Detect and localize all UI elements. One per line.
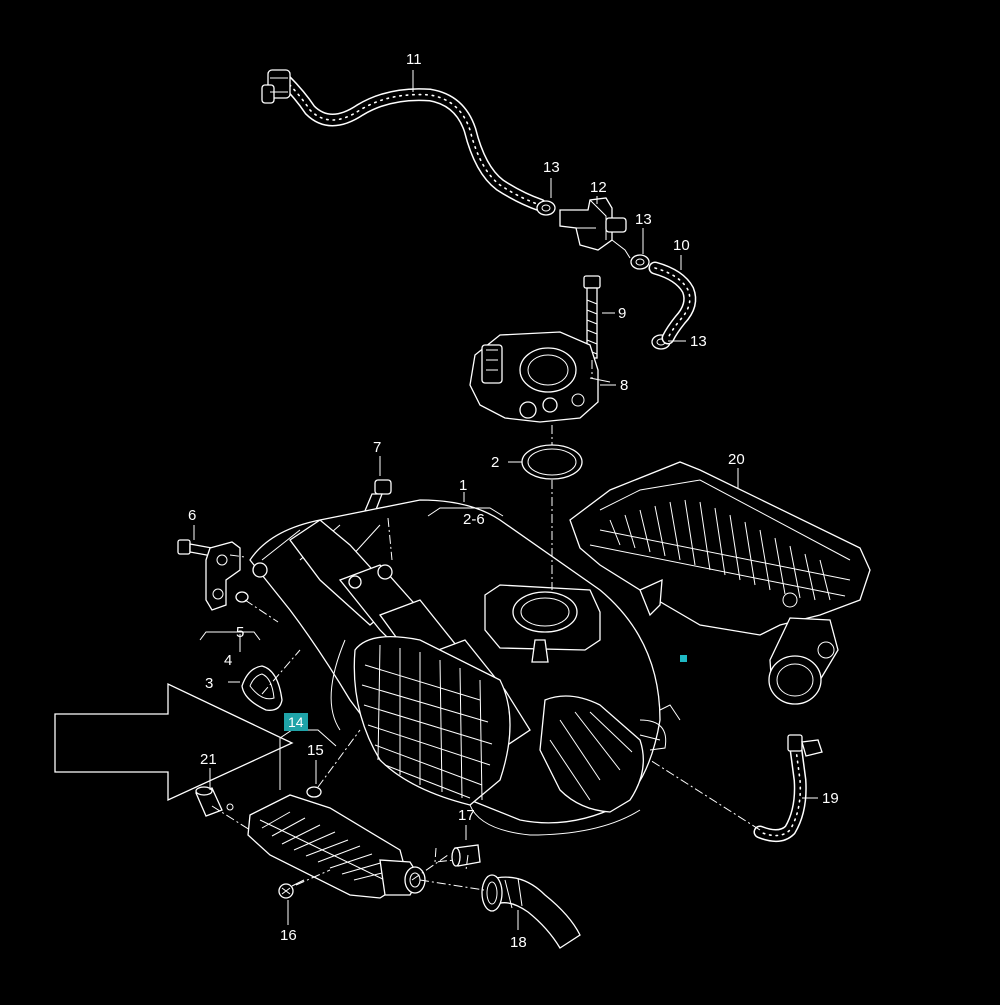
o-ring-part-5[interactable]	[235, 591, 249, 603]
label-part-1: 1	[459, 477, 468, 494]
label-part-11: 11	[406, 51, 422, 68]
label-part-12: 12	[590, 179, 607, 196]
intake-resonator-part-14[interactable]	[247, 794, 426, 899]
cyan-square-marker-icon	[680, 655, 687, 662]
valve-part-12[interactable]	[559, 197, 631, 259]
screw-part-16[interactable]	[278, 879, 305, 899]
clamp-part-13-top[interactable]	[536, 200, 556, 216]
label-part-17: 17	[458, 807, 475, 824]
pipe-part-21[interactable]	[195, 786, 234, 817]
bolt-part-9[interactable]	[583, 275, 601, 359]
label-part-8: 8	[620, 377, 629, 394]
label-part-15: 15	[307, 742, 324, 759]
seal-part-3[interactable]	[241, 665, 283, 711]
label-part-13-middle: 13	[635, 211, 652, 228]
bracket-part-4[interactable]	[205, 541, 241, 611]
label-part-2: 2	[491, 454, 500, 471]
label-part-5: 5	[236, 624, 245, 641]
label-part-19: 19	[822, 790, 839, 807]
throttle-body-part-8[interactable]	[469, 331, 611, 423]
label-part-16: 16	[280, 927, 297, 944]
label-part-3: 3	[205, 675, 214, 692]
screw-part-6[interactable]	[177, 539, 213, 557]
label-part-21: 21	[200, 751, 217, 768]
sleeve-part-17[interactable]	[451, 844, 481, 867]
o-ring-part-2[interactable]	[521, 444, 583, 480]
hose-part-18[interactable]	[481, 874, 581, 949]
intake-manifold-part-1[interactable]	[249, 499, 681, 836]
hose-part-11[interactable]	[261, 69, 547, 212]
assembly-leader-lines	[211, 360, 761, 891]
air-filter-housing-part-20[interactable]	[569, 461, 871, 705]
clamp-part-13-middle[interactable]	[630, 254, 650, 270]
label-part-20: 20	[728, 451, 745, 468]
label-part-6: 6	[188, 507, 197, 524]
outline-arrow-right-icon	[54, 682, 294, 802]
label-part-1-range: 2-6	[463, 511, 485, 528]
label-part-18: 18	[510, 934, 527, 951]
label-part-14-highlighted[interactable]: 14	[284, 713, 308, 731]
label-part-4: 4	[224, 652, 233, 669]
label-part-13-top: 13	[543, 159, 560, 176]
breather-pipe-part-19[interactable]	[753, 734, 823, 842]
label-part-7: 7	[373, 439, 382, 456]
label-part-10: 10	[673, 237, 690, 254]
label-part-13-lower: 13	[690, 333, 707, 350]
o-ring-part-15[interactable]	[306, 786, 322, 798]
hose-part-10[interactable]	[648, 261, 697, 345]
label-part-9: 9	[618, 305, 627, 322]
